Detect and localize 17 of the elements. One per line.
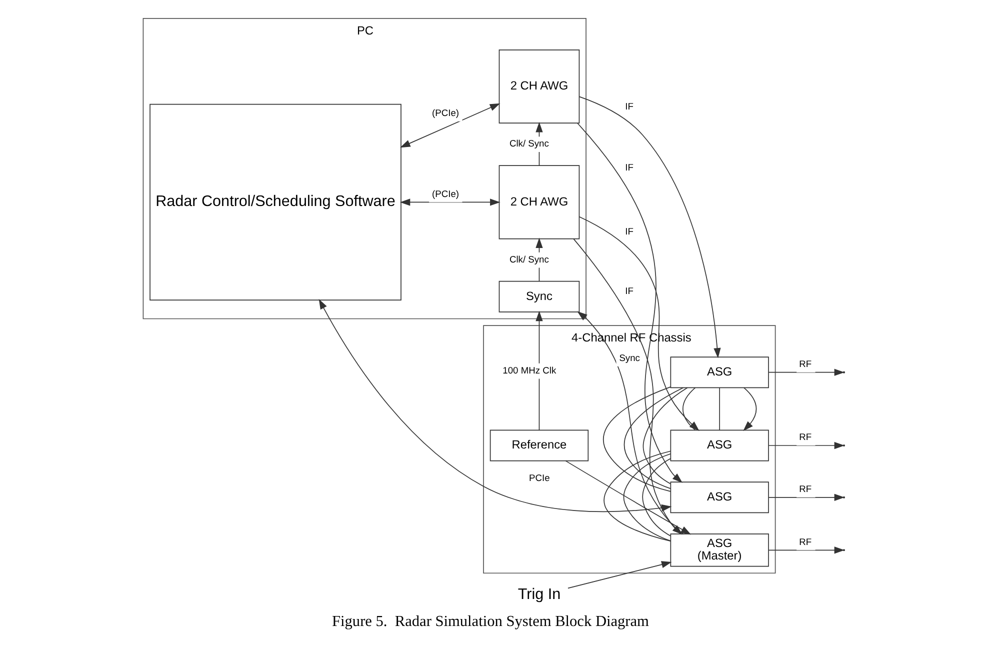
edge-label: Clk/ Sync [509,138,549,149]
edge-label: IF [625,286,634,296]
edge-label: IF [625,226,634,236]
edge-label: RF [799,484,812,494]
edge-label: RF [799,432,812,442]
edge-label: Clk/ Sync [509,254,549,264]
caption: Figure 5. Radar Simulation System Block Diagram [332,613,649,630]
edge-label: Sync [619,353,640,364]
edge-label: RF [799,359,812,370]
edge-label: (PCIe) [432,188,460,199]
edge-label: PCIe [529,473,550,484]
edge-label: IF [625,101,634,112]
node-text: Trig In [518,586,561,603]
edge-label: RF [799,536,812,547]
edge-label: IF [625,162,634,173]
edge-label: (PCIe) [432,108,460,118]
edge-label: 100 MHz Clk [502,365,556,376]
